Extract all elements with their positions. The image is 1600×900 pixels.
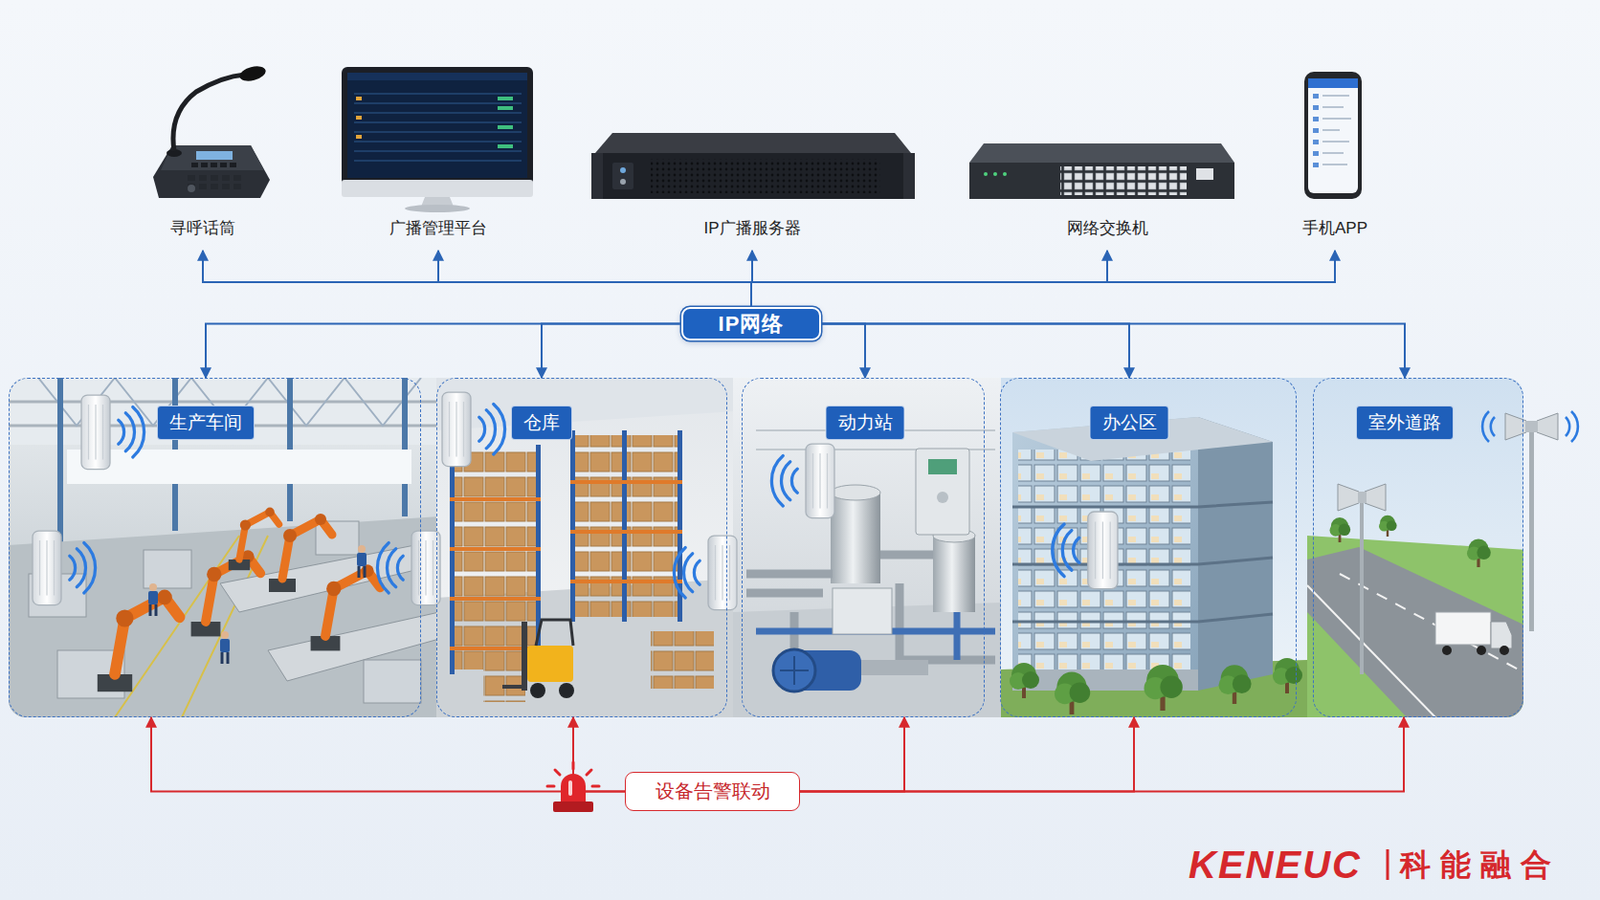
pump (773, 649, 929, 692)
node-label: 设备告警联动 (655, 778, 771, 805)
alarm-connector (800, 717, 1404, 793)
alarm-connector (151, 717, 625, 793)
network-connector (438, 250, 752, 308)
mobile-phone (1304, 71, 1362, 200)
alarm-connector (573, 717, 625, 793)
device-label: IP广播服务器 (675, 216, 829, 251)
node-label: IP广播服务器 (675, 216, 829, 240)
zone-area: 生产车间 (8, 377, 422, 718)
management-monitor (341, 66, 534, 213)
ip-broadcast-server (591, 133, 915, 200)
zone-label: 动力站 (825, 405, 906, 441)
network-switch (969, 143, 1235, 200)
alarm-light (547, 762, 600, 813)
zone-area: 办公区 (1000, 377, 1297, 718)
node-label: 手机APP (1277, 216, 1393, 240)
network-connector (205, 324, 682, 379)
device-label: 网络交换机 (1040, 216, 1175, 251)
site-panorama (8, 377, 1524, 718)
network-connector (751, 250, 753, 308)
network-hub: IP网络 (681, 307, 822, 341)
zone-label: 仓库 (511, 405, 573, 441)
network-connector (751, 250, 1108, 308)
brand-name: 科能融合 (1400, 845, 1561, 885)
brand-logo: KENEUC (1188, 845, 1362, 885)
network-connector (821, 324, 1405, 379)
zone-area: 室外道路 (1312, 377, 1524, 718)
node-label: 网络交换机 (1040, 216, 1175, 240)
truck (1435, 612, 1512, 656)
node-label: 广播管理平台 (371, 216, 506, 240)
zone-label: 室外道路 (1355, 405, 1454, 441)
node-label: 寻呼话筒 (143, 216, 263, 240)
paging-microphone (153, 64, 270, 199)
zone-area: 动力站 (741, 377, 985, 718)
device-label: 广播管理平台 (371, 216, 506, 251)
device-label: 手机APP (1277, 216, 1393, 251)
network-connector (202, 250, 752, 308)
network-connector (751, 250, 1335, 308)
zone-area: 仓库 (436, 377, 728, 718)
forklift (502, 620, 575, 699)
zone-label: 生产车间 (156, 405, 255, 441)
alarm-box: 设备告警联动 (624, 772, 800, 812)
network-connector (821, 324, 1130, 379)
alarm-connector (800, 717, 905, 793)
device-label: 寻呼话筒 (143, 216, 263, 251)
node-label: IP网络 (718, 310, 785, 339)
alarm-connector (800, 717, 1134, 793)
network-connector (541, 324, 682, 379)
network-connector (821, 324, 866, 379)
zone-label: 办公区 (1089, 405, 1170, 441)
